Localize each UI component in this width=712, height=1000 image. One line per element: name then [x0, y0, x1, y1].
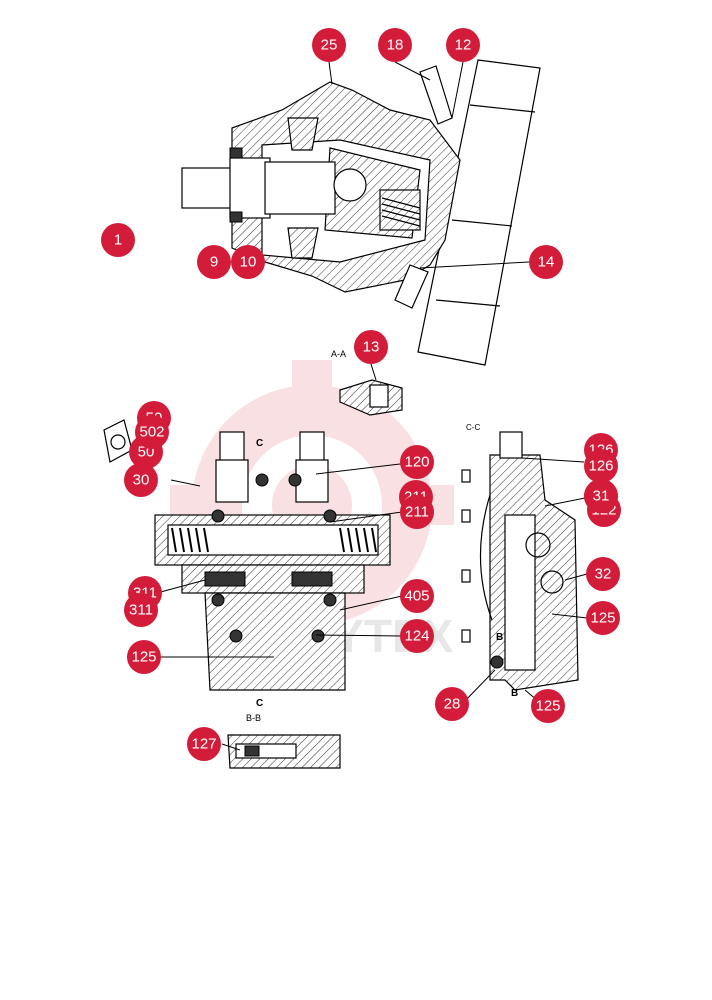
- callout-32[interactable]: 32: [586, 557, 620, 591]
- svg-text:25: 25: [321, 37, 338, 54]
- section-marker-b-upper: B: [496, 632, 503, 643]
- svg-text:32: 32: [595, 566, 612, 583]
- callout-211[interactable]: 211: [400, 495, 434, 529]
- svg-text:125: 125: [535, 698, 560, 715]
- svg-text:9: 9: [210, 254, 218, 271]
- section-cc-drawing: C-C B B: [461, 423, 579, 699]
- svg-text:1: 1: [114, 232, 122, 249]
- callout-25[interactable]: 25: [312, 28, 346, 62]
- svg-text:125: 125: [131, 649, 156, 666]
- callout-125-left[interactable]: 125: [127, 640, 161, 674]
- callout-28[interactable]: 28: [435, 687, 469, 721]
- svg-text:18: 18: [387, 37, 404, 54]
- callout-126[interactable]: 126: [584, 449, 618, 483]
- right-spring: [339, 527, 377, 553]
- callout-127[interactable]: 127: [187, 727, 221, 761]
- svg-text:28: 28: [444, 696, 461, 713]
- svg-text:30: 30: [133, 472, 150, 489]
- svg-text:10: 10: [240, 254, 257, 271]
- callout-125-right[interactable]: 125: [586, 601, 620, 635]
- callout-9[interactable]: 9: [197, 245, 231, 279]
- callout-13[interactable]: 13: [354, 330, 388, 364]
- svg-text:31: 31: [593, 488, 610, 505]
- section-label-cc: C-C: [466, 423, 480, 432]
- callout-12[interactable]: 12: [446, 28, 480, 62]
- section-label-aa: A-A: [331, 349, 346, 359]
- svg-text:127: 127: [191, 736, 216, 753]
- spring: [381, 197, 421, 227]
- svg-text:14: 14: [538, 254, 555, 271]
- callout-14[interactable]: 14: [529, 245, 563, 279]
- callout-125-bottom[interactable]: 125: [531, 689, 565, 723]
- svg-text:126: 126: [588, 458, 613, 475]
- svg-text:12: 12: [455, 37, 472, 54]
- callout-122[interactable]: 124: [400, 619, 434, 653]
- svg-text:502: 502: [139, 424, 164, 441]
- section-marker-c-top: C: [256, 438, 263, 449]
- callout-405[interactable]: 405: [400, 579, 434, 613]
- section-marker-b-lower: B: [511, 688, 518, 699]
- svg-text:125: 125: [590, 610, 615, 627]
- leader-lines: [156, 61, 588, 751]
- callout-502[interactable]: 502: [135, 415, 169, 449]
- callout-30[interactable]: 30: [124, 463, 158, 497]
- callout-31-front[interactable]: 31: [584, 479, 618, 513]
- control-valve-drawing: C C B-B: [103, 419, 391, 769]
- callout-1[interactable]: 1: [101, 223, 135, 257]
- svg-text:311: 311: [129, 602, 153, 619]
- svg-text:405: 405: [404, 588, 429, 605]
- callouts: 1 9 10 12 13 14 18 25 28 30 31: [101, 28, 621, 761]
- section-label-bb: B-B: [246, 713, 261, 723]
- section-marker-c-bottom: C: [256, 698, 263, 709]
- callout-311[interactable]: 311: [124, 593, 158, 627]
- callout-18[interactable]: 18: [378, 28, 412, 62]
- svg-text:124: 124: [404, 628, 429, 645]
- pump-assembly-drawing: A-A: [181, 59, 541, 416]
- svg-text:120: 120: [404, 454, 429, 471]
- left-spring: [171, 527, 209, 553]
- callout-120[interactable]: 120: [400, 445, 434, 479]
- svg-text:211: 211: [405, 504, 429, 521]
- callout-10[interactable]: 10: [231, 245, 265, 279]
- svg-text:13: 13: [363, 339, 380, 356]
